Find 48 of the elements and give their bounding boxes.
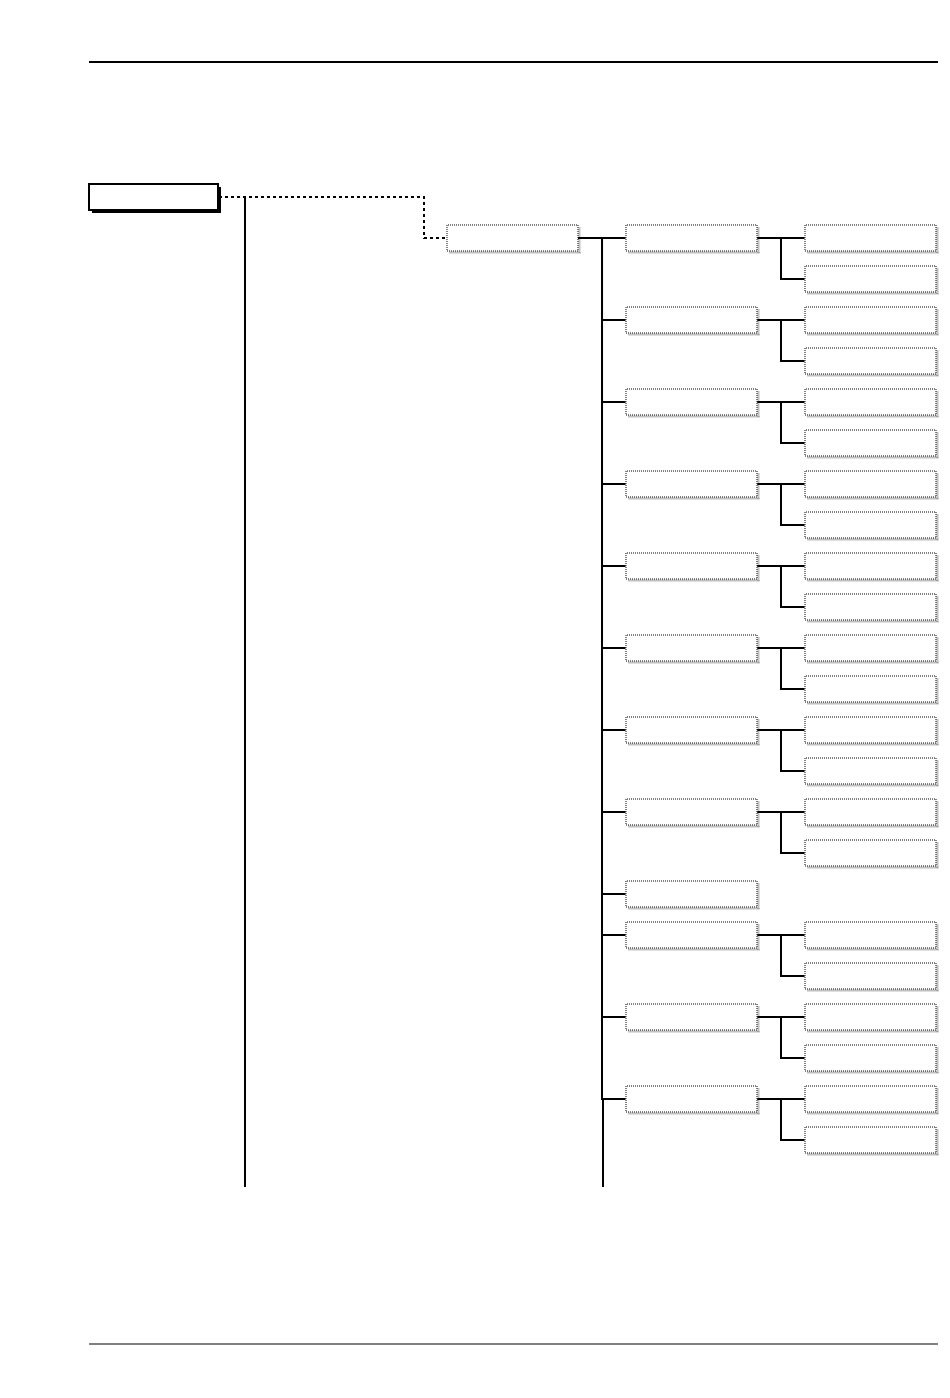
connector-line <box>218 196 448 239</box>
blank-box <box>625 921 760 951</box>
blank-box <box>804 757 939 787</box>
blank-box <box>804 716 939 746</box>
blank-box <box>625 1003 760 1033</box>
connector-line <box>756 401 806 444</box>
blank-box <box>804 1003 939 1033</box>
blank-box <box>625 306 760 336</box>
blank-box <box>804 347 939 377</box>
blank-box <box>804 306 939 336</box>
blank-box <box>625 552 760 582</box>
connector-line <box>756 483 806 526</box>
blank-box <box>625 388 760 418</box>
blank-box <box>804 552 939 582</box>
blank-box <box>804 921 939 951</box>
connector-line <box>756 729 806 772</box>
blank-box <box>804 224 939 254</box>
blank-box <box>804 593 939 623</box>
blank-box <box>625 224 760 254</box>
connector-line <box>756 647 806 690</box>
connector-line <box>756 811 806 854</box>
blank-box <box>804 798 939 828</box>
blank-box <box>625 1085 760 1115</box>
connector-line <box>756 319 806 362</box>
blank-box <box>804 1085 939 1115</box>
connector-line <box>756 1098 806 1141</box>
blank-box <box>804 634 939 664</box>
blank-box <box>804 1044 939 1074</box>
blank-box <box>804 511 939 541</box>
title-box <box>88 183 221 213</box>
connector-line <box>756 1016 806 1059</box>
blank-box <box>804 962 939 992</box>
blank-box <box>446 224 581 254</box>
connector-line <box>756 934 806 977</box>
blank-box <box>625 634 760 664</box>
connector-line <box>756 237 806 280</box>
blank-box <box>625 880 760 910</box>
blank-box <box>625 798 760 828</box>
blank-box <box>625 470 760 500</box>
blank-box <box>804 839 939 869</box>
blank-box <box>804 675 939 705</box>
blank-box <box>804 388 939 418</box>
connector-line <box>756 565 806 608</box>
blank-box <box>804 1126 939 1156</box>
blank-box <box>804 470 939 500</box>
blank-box <box>804 265 939 295</box>
blank-box <box>625 716 760 746</box>
blank-box <box>804 429 939 459</box>
